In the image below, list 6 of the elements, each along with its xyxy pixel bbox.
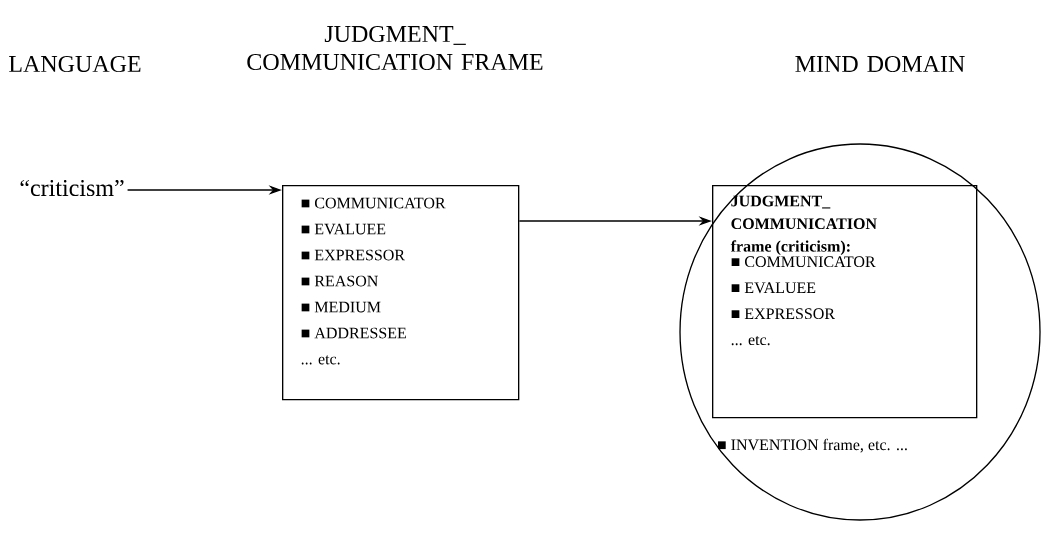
frame-box: JUDGMENT_ COMMUNICATION frame (criticism): ■ COMMUNICATOR ■ EVALUEE ■ EXPRESSOR ... etc. bbox=[712, 185, 978, 419]
column-heading: MIND DOMAIN bbox=[795, 55, 965, 73]
quoted-word: “criticism” bbox=[20, 179, 124, 197]
column-heading: JUDGMENT_ COMMUNICATION FRAME bbox=[247, 25, 543, 71]
column-heading: LANGUAGE bbox=[9, 55, 141, 73]
frame-box: ■ COMMUNICATOR ■ EVALUEE ■ EXPRESSOR ■ REASON ■ MEDIUM ■ ADDRESSEE ... etc. bbox=[282, 185, 520, 401]
